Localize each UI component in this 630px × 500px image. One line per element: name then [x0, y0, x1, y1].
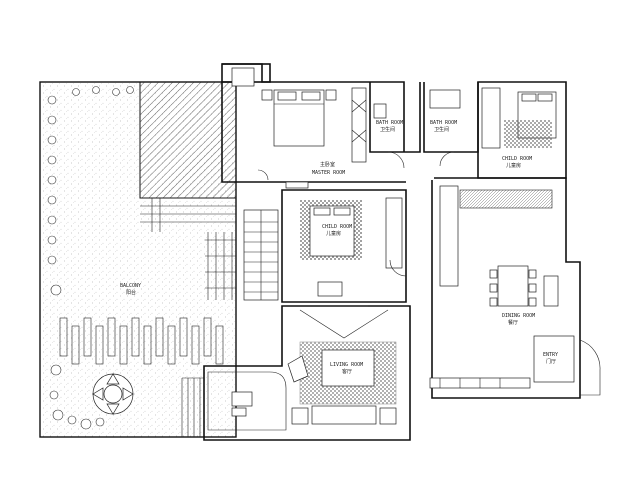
- dining-room: DINING ROOM 餐厅: [431, 177, 581, 399]
- bath-room-1-label-en: BATH ROOM: [376, 120, 403, 126]
- bath-room-1: BATH ROOM 卫生间: [369, 82, 421, 153]
- door-swing-icon: [257, 151, 455, 277]
- umbrella-table-icon: [92, 373, 134, 415]
- child-room-top-label-cn: 儿童房: [506, 162, 521, 169]
- child-room-top: CHILD ROOM 儿童房: [477, 81, 567, 179]
- dining-table-icon: [489, 265, 537, 307]
- bed-icon: [504, 91, 557, 148]
- child-room-mid-label-en: CHILD ROOM: [322, 224, 352, 230]
- toilet-icon: [373, 103, 387, 119]
- bath-room-2: BATH ROOM 卫生间: [423, 82, 479, 153]
- balcony-area: BALCONY 阳台: [39, 81, 237, 438]
- child-room-top-label-en: CHILD ROOM: [502, 156, 532, 162]
- living-room: LIVING ROOM 客厅: [203, 305, 531, 441]
- dining-room-label-en: DINING ROOM: [502, 313, 535, 319]
- stair-icon: [243, 209, 279, 301]
- living-room-label-cn: 客厅: [342, 368, 352, 375]
- master-room-label-en: MASTER ROOM: [312, 170, 345, 176]
- bath-room-2-label-cn: 卫生间: [434, 126, 449, 133]
- child-room-mid: CHILD ROOM 儿童房: [281, 189, 407, 303]
- master-room: 主卧室 MASTER ROOM: [221, 63, 406, 189]
- entry-label-cn: 门厅: [546, 358, 556, 365]
- entry-label-en: ENTRY: [543, 352, 558, 358]
- balcony-label-en: BALCONY: [120, 283, 141, 289]
- armchair-icon: [231, 67, 255, 87]
- master-room-label-cn: 主卧室: [320, 161, 335, 168]
- balcony-label-cn: 阳台: [126, 289, 136, 296]
- entry: ENTRY 门厅: [533, 335, 601, 396]
- sofa-icon: [291, 405, 397, 425]
- dining-room-label-cn: 餐厅: [508, 319, 518, 326]
- living-room-label-en: LIVING ROOM: [330, 362, 363, 368]
- bath-room-2-label-en: BATH ROOM: [430, 120, 457, 126]
- plant-icon: [47, 86, 134, 430]
- bed-icon: [300, 200, 362, 260]
- bed-icon: [261, 89, 337, 147]
- bath-room-1-label-cn: 卫生间: [380, 126, 395, 133]
- child-room-mid-label-cn: 儿童房: [326, 230, 341, 237]
